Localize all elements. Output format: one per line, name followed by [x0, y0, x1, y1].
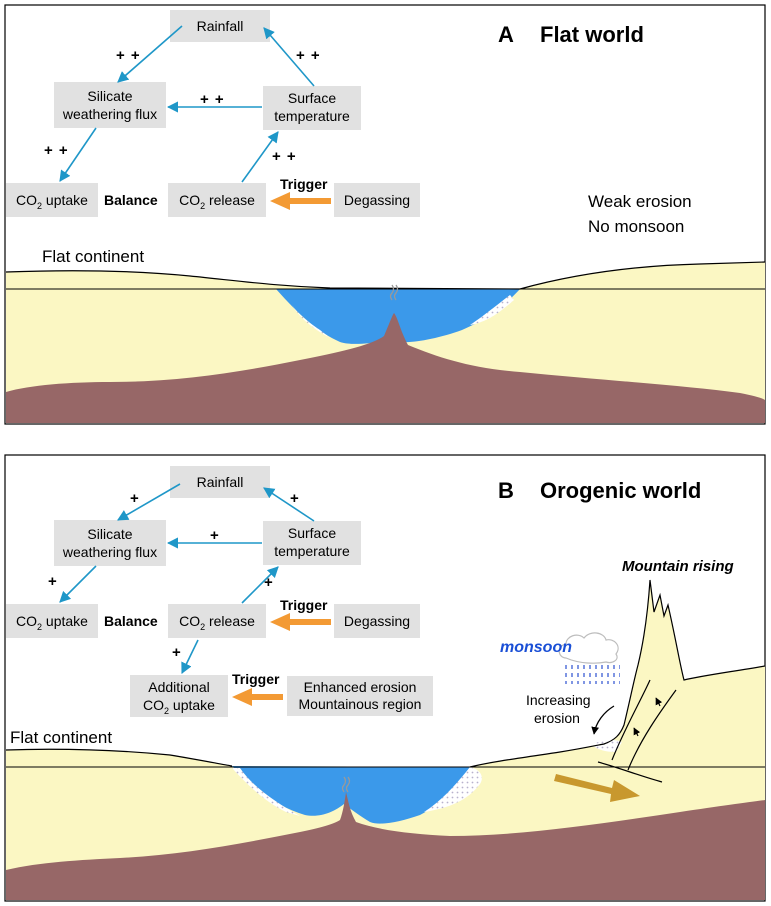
arrow-rainfall-to-silicate — [117, 25, 183, 83]
silicate-box — [54, 82, 166, 128]
b-rainfall-box — [170, 466, 270, 498]
panel-a-letter: A — [498, 22, 514, 47]
silicate-label-1: Silicate — [87, 88, 132, 104]
b-balance-label: Balance — [104, 613, 158, 629]
monsoon-label: monsoon — [500, 639, 572, 656]
arrow-silicate-to-uptake — [59, 127, 97, 182]
additional-uptake-label-1: Additional — [148, 679, 210, 695]
b-silicate-label-2: weathering flux — [62, 544, 157, 560]
silicate-label-2: weathering flux — [62, 106, 157, 122]
co2-release-label: CO2 release — [179, 192, 255, 211]
b-degassing-label: Degassing — [344, 613, 410, 629]
b-trigger-arrow-2 — [232, 688, 283, 706]
b-arrow-silicate-to-uptake — [59, 565, 97, 603]
panel-a: Rainfall Silicate weathering flux Surfac… — [4, 4, 766, 425]
b-co2-release-label: CO2 release — [179, 613, 255, 632]
enhanced-erosion-label-1: Enhanced erosion — [304, 679, 417, 695]
panel-a-surface-line — [5, 261, 766, 290]
erosion-arrow — [591, 705, 615, 735]
co2-uptake-label: CO2 uptake — [16, 192, 88, 211]
surface-temp-label-1: Surface — [288, 90, 336, 106]
co2-release-box — [168, 183, 266, 217]
degassing-box — [334, 183, 420, 217]
b-rainfall-label: Rainfall — [197, 474, 244, 490]
co2-uptake-box — [6, 183, 98, 217]
rainfall-label: Rainfall — [197, 18, 244, 34]
b-surface-temp-label-1: Surface — [288, 525, 336, 541]
pp-silicate-uptake: + + — [44, 142, 69, 159]
enhanced-erosion-label-2: Mountainous region — [299, 696, 422, 712]
no-monsoon-label: No monsoon — [588, 217, 684, 236]
b-silicate-box — [54, 520, 166, 566]
panel-b-letter: B — [498, 478, 514, 503]
b-arrow-rainfall-to-silicate — [117, 483, 181, 521]
rainfall-box — [170, 10, 270, 42]
pp-surface-silicate: + + — [200, 91, 225, 108]
b-arrow-release-to-additional — [181, 639, 199, 675]
b-surface-temp-box — [263, 521, 361, 565]
b-trigger-arrow-1 — [270, 613, 331, 631]
arrow-release-to-surface — [241, 131, 279, 183]
additional-uptake-box — [130, 675, 228, 717]
balance-label: Balance — [104, 192, 158, 208]
pp-rainfall-silicate: + + — [116, 47, 141, 64]
surface-temp-box — [263, 86, 361, 130]
b-arrow-release-to-surface — [241, 566, 279, 604]
panel-b-slope-sediment-left — [232, 768, 300, 816]
b-co2-release-box — [168, 604, 266, 638]
p-surface-silicate: + — [210, 527, 220, 544]
panel-b-mantle — [6, 792, 765, 900]
rain-icon — [562, 662, 620, 684]
b-co2-uptake-label: CO2 uptake — [16, 613, 88, 632]
panel-b: Rainfall Silicate weathering flux Surfac… — [4, 454, 766, 902]
panel-b-surface-line — [5, 579, 766, 768]
mountain-faults — [597, 679, 677, 783]
surface-temp-label-2: temperature — [274, 108, 350, 124]
panel-b-mountain-sediment — [592, 739, 622, 752]
increasing-erosion-label-2: erosion — [534, 710, 580, 726]
pp-release-surface: + + — [272, 148, 297, 165]
p-release-additional: + — [172, 644, 182, 661]
panel-a-cross-section — [5, 261, 766, 423]
arrow-surface-to-rainfall — [263, 27, 315, 87]
panel-a-ocean — [276, 289, 520, 344]
pp-surface-rainfall: + + — [296, 47, 321, 64]
panel-b-ocean — [232, 766, 470, 824]
trigger-label: Trigger — [280, 176, 328, 192]
b-co2-uptake-box — [6, 604, 98, 638]
p-surface-rainfall: + — [290, 490, 300, 507]
p-rainfall-silicate: + — [130, 490, 140, 507]
b-trigger-label-1: Trigger — [280, 597, 328, 613]
panel-b-cross-section — [5, 579, 766, 900]
mountain-rising-label: Mountain rising — [622, 558, 734, 575]
panel-b-vent-smoke — [341, 776, 351, 793]
b-degassing-box — [334, 604, 420, 638]
increasing-erosion-label-1: Increasing — [526, 692, 591, 708]
b-arrow-surface-to-rainfall — [263, 487, 315, 522]
panel-b-title: Orogenic world — [540, 478, 701, 503]
subduction-flow-arrow — [554, 774, 640, 802]
p-silicate-uptake: + — [48, 573, 58, 590]
panel-a-vent-smoke — [389, 284, 399, 301]
trigger-arrow — [270, 192, 331, 210]
panel-a-flat-continent-label: Flat continent — [42, 247, 144, 266]
panel-a-title: Flat world — [540, 22, 644, 47]
degassing-label: Degassing — [344, 192, 410, 208]
b-silicate-label-1: Silicate — [87, 526, 132, 542]
panel-b-sediment — [6, 580, 765, 900]
panel-a-mantle — [6, 313, 765, 423]
p-release-surface: + — [264, 574, 274, 591]
weak-erosion-label: Weak erosion — [588, 192, 692, 211]
enhanced-erosion-box — [287, 676, 433, 716]
b-surface-temp-label-2: temperature — [274, 543, 350, 559]
b-trigger-label-2: Trigger — [232, 671, 280, 687]
panel-b-slope-sediment-right — [424, 767, 482, 812]
additional-uptake-label-2: CO2 uptake — [143, 697, 215, 716]
panel-b-flat-continent-label: Flat continent — [10, 728, 112, 747]
